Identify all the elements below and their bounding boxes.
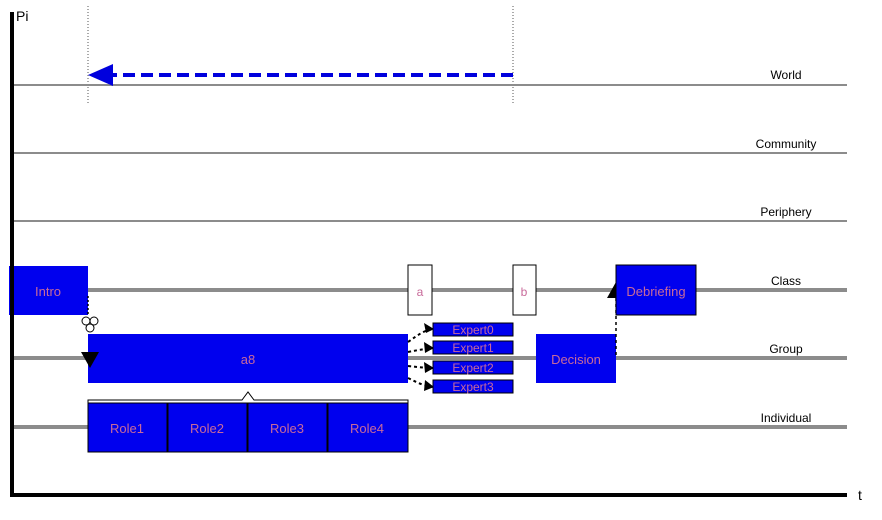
world-dashed-arrow-head: [88, 64, 113, 86]
plane-label-individual: Individual: [761, 411, 812, 425]
expert-box-2[interactable]: Expert2: [432, 360, 514, 375]
y-axis-label: Pi: [16, 8, 28, 24]
expert-label-0: Expert0: [452, 323, 494, 337]
role-label-1: Role1: [110, 421, 144, 436]
group-formation-icon: [81, 316, 99, 333]
a8-entry-arrowhead: [81, 352, 99, 368]
activity-a8[interactable]: a8: [88, 334, 408, 383]
expert-label-2: Expert2: [452, 361, 494, 375]
expert-label-1: Expert1: [452, 341, 494, 355]
activity-intro[interactable]: Intro: [9, 266, 88, 315]
expert-box-0[interactable]: Expert0: [432, 322, 514, 337]
activity-decision[interactable]: Decision: [536, 334, 616, 383]
activity-decision-label: Decision: [551, 352, 601, 367]
role-split-bracket: [87, 391, 409, 408]
activity-b[interactable]: b: [512, 264, 537, 316]
expert-box-3[interactable]: Expert3: [432, 379, 514, 394]
role-box-3[interactable]: Role3: [247, 402, 328, 453]
plane-label-periphery: Periphery: [760, 205, 811, 219]
role-label-3: Role3: [270, 421, 304, 436]
expert-box-1[interactable]: Expert1: [432, 340, 514, 355]
expert-label-3: Expert3: [452, 380, 494, 394]
plane-label-group: Group: [769, 342, 803, 356]
activity-a8-label: a8: [241, 352, 255, 367]
activity-a-label: a: [417, 285, 424, 299]
role-box-1[interactable]: Role1: [87, 402, 168, 453]
role-label-4: Role4: [350, 421, 384, 436]
plane-label-community: Community: [756, 137, 817, 151]
role-label-2: Role2: [190, 421, 224, 436]
activity-intro-label: Intro: [35, 284, 61, 299]
x-axis-label: t: [858, 487, 862, 503]
expert-arrowheads: [424, 323, 434, 391]
role-box-2[interactable]: Role2: [167, 402, 248, 453]
plane-label-class: Class: [771, 274, 801, 288]
activity-a[interactable]: a: [407, 264, 433, 316]
activity-b-label: b: [521, 285, 528, 299]
role-box-4[interactable]: Role4: [327, 402, 409, 453]
activity-debriefing-label: Debriefing: [626, 284, 685, 299]
plane-label-world: World: [770, 68, 801, 82]
activity-debriefing[interactable]: Debriefing: [615, 264, 697, 316]
